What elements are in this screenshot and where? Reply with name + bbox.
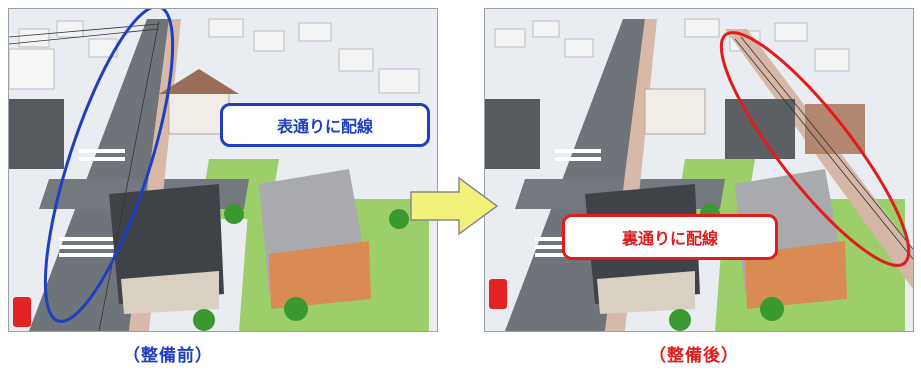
callout-after: 裏通りに配線 [562,214,778,260]
right-arrow-icon [410,176,499,236]
after-caption: （整備後） [649,346,739,366]
before-scene-image [8,8,438,332]
callout-before: 表通りに配線 [220,103,430,147]
after-scene-image [484,8,914,332]
callout-before-label: 表通りに配線 [276,117,373,136]
before-caption: （整備前） [123,346,213,366]
callout-after-label: 裏通りに配線 [621,229,718,248]
